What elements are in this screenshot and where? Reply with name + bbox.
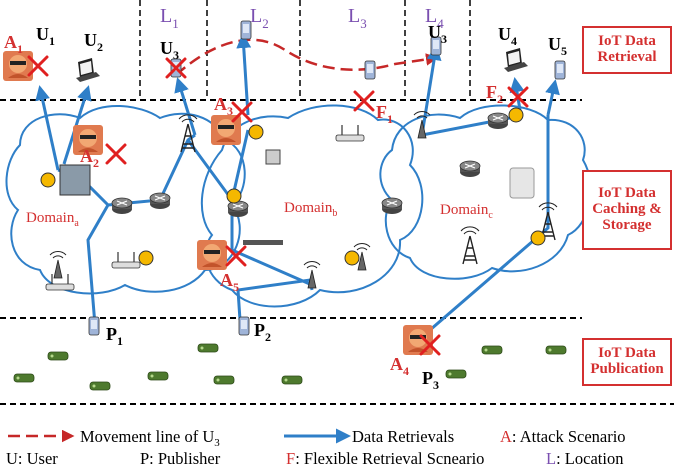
- domain-label-c: Domainc: [440, 202, 493, 221]
- legend: Movement line of U3 Data Retrievals A: A…: [6, 427, 626, 468]
- domain-a-cloud: [5, 105, 246, 295]
- user-label-u5: U5: [548, 34, 567, 58]
- layer-label-caching-text: IoT Data Caching & Storage: [592, 185, 662, 233]
- location-dividers: [139, 0, 471, 100]
- layer-label-retrieval: IoT Data Retrieval: [582, 26, 672, 74]
- location-label-4: L4: [425, 5, 444, 31]
- attack-label-a4: A4: [390, 354, 409, 378]
- layer-label-retrieval-text: IoT Data Retrieval: [597, 33, 657, 65]
- layer-label-publication-text: IoT Data Publication: [590, 345, 664, 377]
- legend-attack-text: A: Attack Scenario: [500, 427, 626, 446]
- legend-flex-text: F: Flexible Retrieval Scneario: [286, 449, 484, 468]
- user-devices: [76, 20, 566, 336]
- layer-label-caching: IoT Data Caching & Storage: [582, 170, 672, 250]
- user-label-u4: U4: [498, 24, 517, 48]
- user-label-u1: U1: [36, 24, 55, 48]
- user-label-u2: U2: [84, 30, 103, 54]
- user-label-u3-destination: U3: [428, 22, 447, 46]
- network-devices: [45, 111, 558, 291]
- publisher-label-p2: P2: [254, 320, 271, 344]
- attack-label-a3: A3: [214, 94, 233, 118]
- legend-location-text: L: Location: [546, 449, 623, 468]
- publisher-label-p1: P1: [106, 324, 123, 348]
- legend-publisher-text: P: Publisher: [140, 449, 221, 468]
- layer-label-publication: IoT Data Publication: [582, 338, 672, 386]
- cache-nodes: [40, 107, 546, 266]
- domain-label-b: Domainb: [284, 200, 337, 219]
- location-label-2: L2: [250, 5, 269, 31]
- domain-label-a: Domaina: [26, 210, 79, 229]
- sensors: [13, 343, 567, 391]
- attack-label-a5: A5: [220, 270, 239, 294]
- attack-label-a2: A2: [80, 146, 99, 170]
- location-label-1: L1: [160, 5, 179, 31]
- legend-user-text: U: User: [6, 449, 58, 468]
- location-label-3: L3: [348, 5, 367, 31]
- domain-c-cloud: [379, 104, 592, 280]
- legend-retrieval-text: Data Retrievals: [352, 427, 454, 446]
- legend-movement-text: Movement line of U3: [80, 427, 220, 449]
- u3-movement-line: [175, 38, 439, 76]
- attack-label-a1: A1: [4, 32, 23, 56]
- publisher-label-p3: P3: [422, 368, 439, 392]
- user-label-u3-origin: U3: [160, 38, 179, 62]
- flex-label-f2: F2: [486, 82, 503, 106]
- flex-label-f1: F1: [376, 102, 393, 126]
- network-links: [57, 110, 550, 349]
